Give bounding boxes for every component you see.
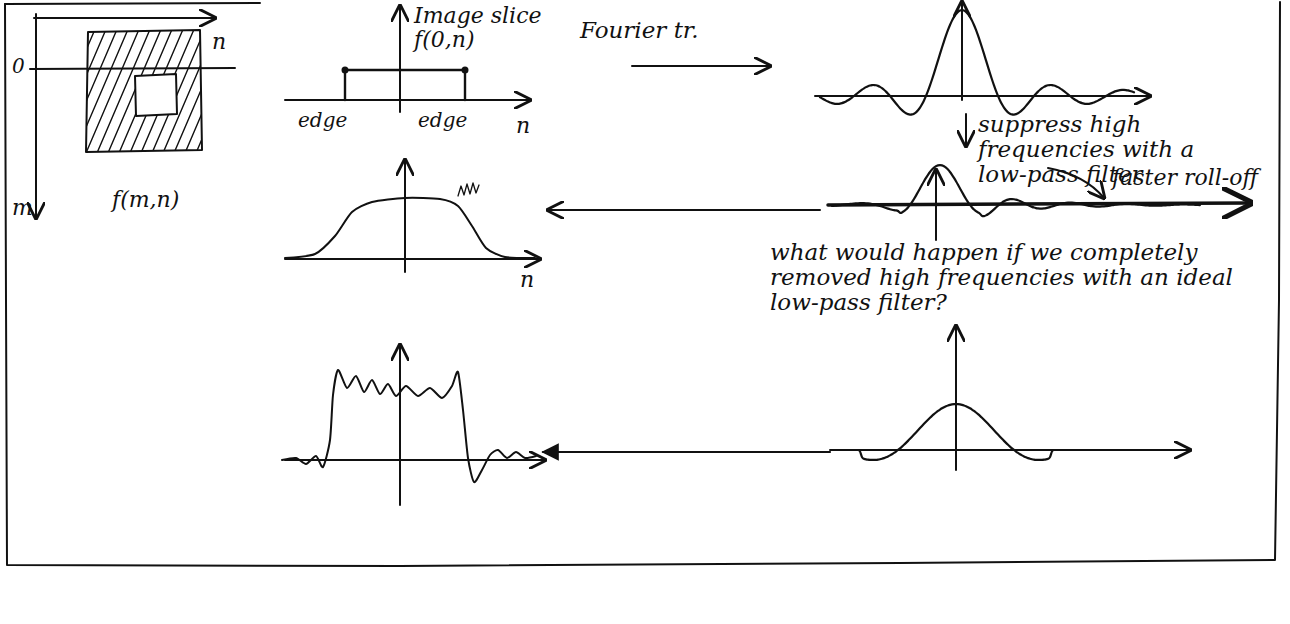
hatch-line xyxy=(182,20,242,160)
inverse-arrow xyxy=(548,209,820,211)
ideal-filtered-spectrum xyxy=(832,404,1184,460)
note-label: m xyxy=(12,196,34,220)
object-square xyxy=(135,74,177,116)
hatch-line xyxy=(127,20,187,160)
hatch-line xyxy=(17,20,77,160)
corner-dot xyxy=(343,68,348,73)
hatch-line xyxy=(226,20,286,160)
hatch-line xyxy=(193,20,253,160)
hatch-line xyxy=(0,20,55,160)
note-label: faster roll-off xyxy=(1112,166,1272,190)
note-label: n xyxy=(212,30,242,54)
hatch-line xyxy=(0,20,11,160)
hatch-line xyxy=(105,20,165,160)
axis-arrow xyxy=(955,326,957,470)
axis-arrow xyxy=(815,95,1150,97)
note-label: what would happen if we completely remov… xyxy=(770,240,1260,314)
hatch-line xyxy=(248,20,308,160)
hatch-line xyxy=(204,20,264,160)
smoothed-pulse xyxy=(285,198,535,258)
hatch-line xyxy=(94,20,154,160)
hatch-line xyxy=(0,20,44,160)
hatch-line xyxy=(0,20,33,160)
axis-arrow xyxy=(285,258,540,260)
hatch-line xyxy=(138,20,198,160)
frame-line xyxy=(5,2,1280,566)
sinc-curve xyxy=(820,10,1134,114)
ripple-marks xyxy=(458,183,479,196)
note-label: edge xyxy=(418,110,488,132)
transform-arrow xyxy=(632,65,770,67)
hatch-line xyxy=(259,20,319,160)
hatch-line xyxy=(50,20,110,160)
step-arrow xyxy=(965,114,967,146)
note-label: Fourier tr. xyxy=(580,18,740,43)
hatching xyxy=(0,20,319,160)
rect-pulse xyxy=(345,70,465,100)
hatch-line xyxy=(116,20,176,160)
note-label: edge xyxy=(298,110,368,132)
hatch-line xyxy=(28,20,88,160)
axis-arrow xyxy=(399,6,401,112)
note-label: Image slice f(0,n) xyxy=(414,4,564,52)
note-label: f(m,n) xyxy=(112,188,222,212)
frame-line xyxy=(5,3,260,4)
hatch-line xyxy=(61,20,121,160)
image-square xyxy=(86,30,202,152)
ringing-pulse xyxy=(282,370,536,482)
axis-arrow xyxy=(285,459,545,461)
axis-arrow xyxy=(285,99,530,101)
note-label: 0 xyxy=(12,56,32,78)
inverse-arrow xyxy=(543,451,830,453)
hatch-line xyxy=(72,20,132,160)
axis-arrow xyxy=(399,345,401,505)
hatch-line xyxy=(237,20,297,160)
axis-arrow xyxy=(34,17,215,19)
hatch-line xyxy=(160,20,220,160)
hatch-line xyxy=(83,20,143,160)
note-label: n xyxy=(520,268,544,292)
hatch-line xyxy=(0,20,22,160)
hatch-line xyxy=(6,20,66,160)
hatch-line xyxy=(39,20,99,160)
note-label: n xyxy=(516,114,540,138)
corner-dot xyxy=(463,68,468,73)
axis-arrow xyxy=(961,2,963,100)
hatch-line xyxy=(149,20,209,160)
axis-arrow xyxy=(404,160,406,272)
axis-arrow xyxy=(35,14,37,218)
